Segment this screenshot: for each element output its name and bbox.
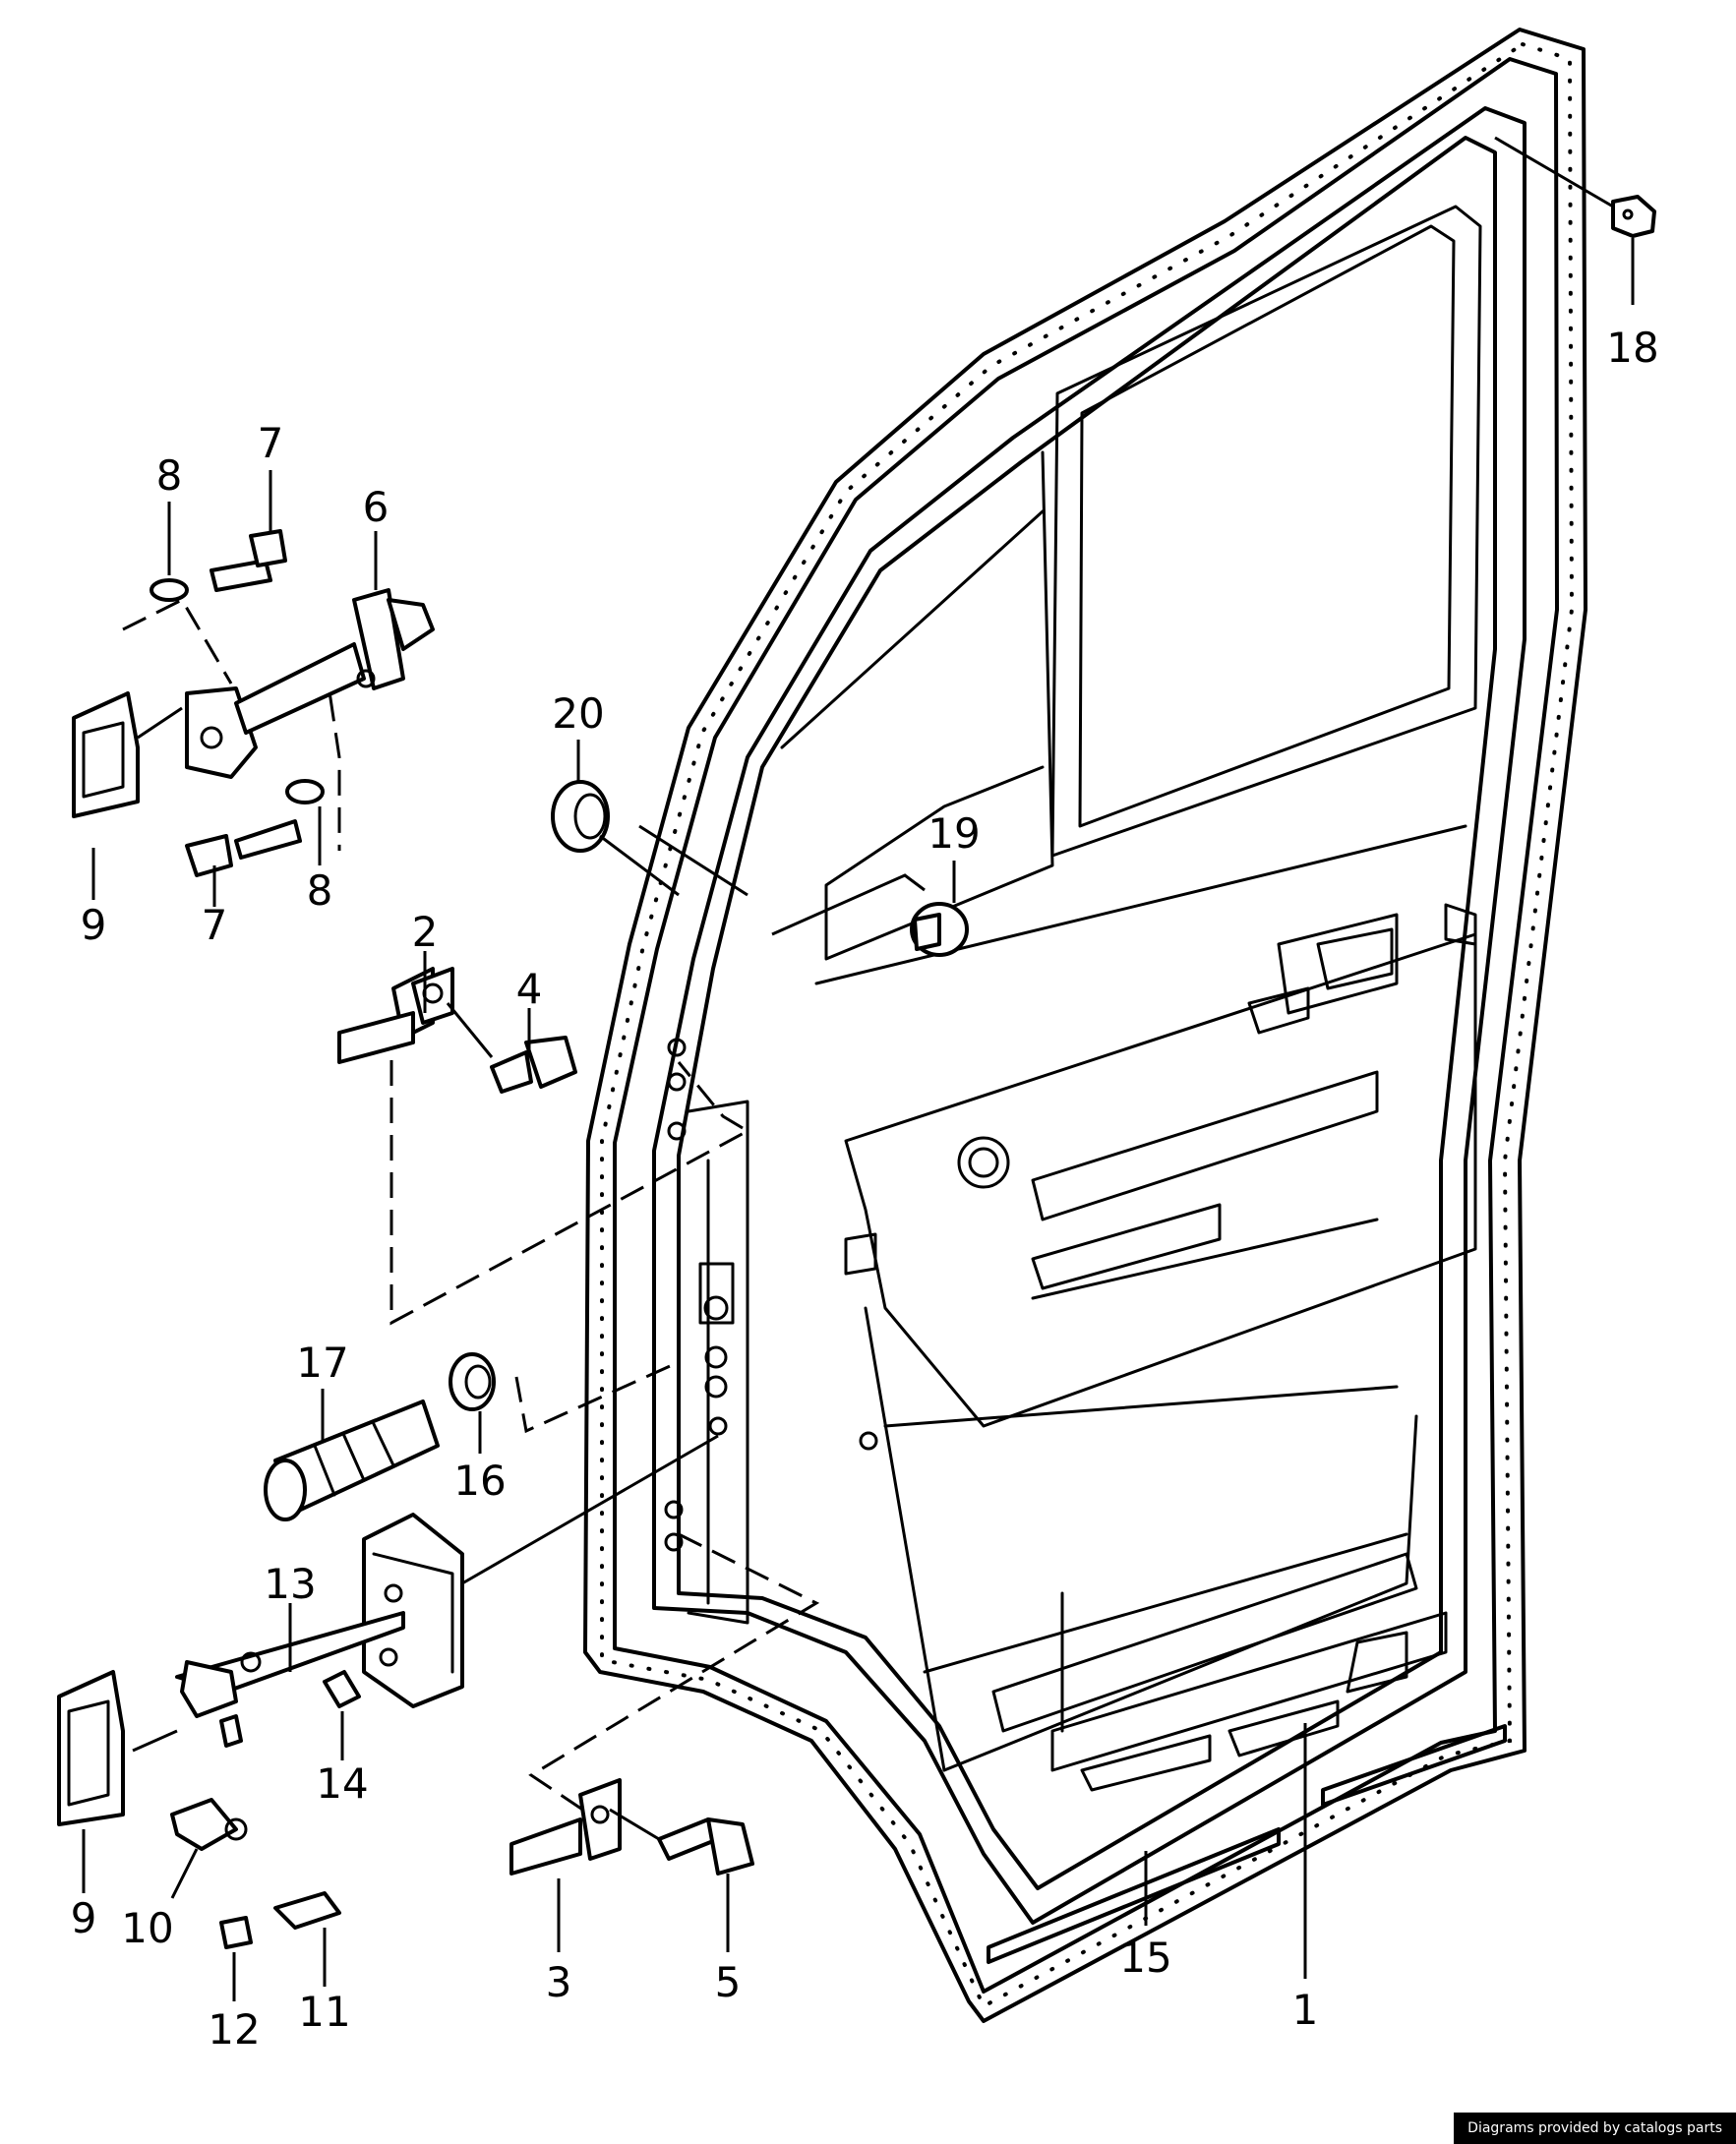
callout-15: 15 [1119, 1934, 1171, 1982]
clip-part-18 [1494, 136, 1656, 238]
callout-9-bottom: 9 [71, 1894, 97, 1942]
callout-14: 14 [316, 1759, 368, 1808]
callout-7-top: 7 [258, 419, 284, 467]
callout-17: 17 [296, 1339, 348, 1387]
assembly-lines [122, 598, 926, 1816]
callout-19: 19 [928, 809, 980, 858]
callout-1: 1 [1292, 1986, 1319, 2034]
plug-part-19 [910, 902, 969, 957]
callout-8-bottom: 8 [307, 866, 333, 915]
door-check-lower [57, 1513, 464, 1949]
credit-footer: Diagrams provided by catalogs parts [1454, 2113, 1736, 2144]
callout-10: 10 [121, 1904, 173, 1952]
callout-13: 13 [264, 1560, 316, 1608]
callout-7-bottom: 7 [202, 901, 228, 949]
callout-11: 11 [298, 1988, 350, 2036]
lower-hinge [509, 1778, 754, 1876]
callout-4: 4 [516, 965, 543, 1013]
door-check-upper [72, 529, 435, 877]
callouts: 1 2 3 4 5 6 7 7 8 8 9 9 10 11 12 13 14 [71, 238, 1659, 2054]
door-shell [583, 28, 1587, 2023]
callout-9-top: 9 [81, 901, 107, 949]
callout-8-top: 8 [156, 451, 183, 500]
upper-hinge [337, 967, 577, 1094]
callout-18: 18 [1606, 324, 1658, 372]
callout-6: 6 [363, 483, 389, 531]
grommet-part-20 [551, 780, 680, 897]
callout-5: 5 [715, 1958, 742, 2006]
callout-3: 3 [546, 1958, 572, 2006]
callout-2: 2 [412, 908, 439, 956]
bushing-spring [264, 1352, 496, 1521]
callout-12: 12 [208, 2005, 260, 2054]
callout-20: 20 [552, 689, 604, 738]
callout-16: 16 [453, 1457, 506, 1505]
